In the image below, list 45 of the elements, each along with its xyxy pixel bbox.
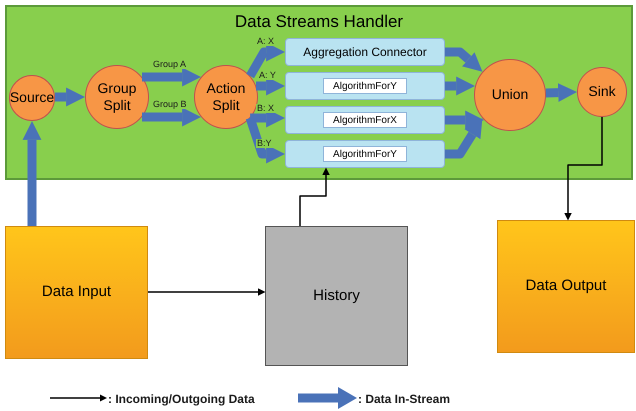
edge-label: B:Y (256, 139, 273, 148)
stream-arrow (445, 76, 476, 96)
legend-label: : Data In-Stream (358, 391, 450, 408)
node-label: Sink (587, 83, 617, 101)
node-label: AlgorithmForY (332, 80, 398, 94)
node-label: AlgorithmForY (332, 148, 398, 162)
data-box (5, 226, 148, 359)
node-label: Union (490, 86, 530, 104)
stream-arrow (445, 48, 482, 72)
algorithm-box (323, 146, 407, 162)
legend-label: : Incoming/Outgoing Data (108, 391, 255, 408)
edge-label: Group B (152, 100, 188, 109)
algorithm-box (323, 78, 407, 94)
algorithm-box (323, 112, 407, 128)
edge-label: B: X (256, 104, 276, 113)
data-box (497, 220, 635, 353)
process-box (285, 106, 445, 134)
data-arrow (564, 117, 603, 220)
stream-arrow (445, 110, 484, 130)
node-label: Data Output (524, 276, 608, 296)
data-arrow (148, 288, 266, 296)
stream-arrow (546, 83, 577, 102)
stream-arrow (22, 121, 42, 226)
process-box (285, 38, 445, 66)
node-label: History (312, 286, 361, 306)
edge-label: A: X (256, 37, 276, 46)
stream-arrow (142, 68, 201, 86)
node-label: Aggregation Connector (302, 44, 428, 61)
node-label: Group Split (96, 80, 138, 114)
handler-panel (5, 5, 633, 180)
stream-arrow (246, 116, 285, 164)
stream-arrow (55, 88, 85, 106)
data-arrow (299, 168, 330, 226)
node-label: Source (8, 89, 56, 107)
node-label: Data Input (40, 282, 112, 302)
edge-label: Group A (152, 60, 188, 69)
edge-label: A: Y (258, 71, 277, 80)
node-label: Action Split (206, 80, 246, 114)
stream-arrow (445, 118, 482, 158)
process-box (285, 140, 445, 168)
history-box (265, 226, 408, 366)
node-label: AlgorithmForX (332, 114, 398, 128)
stream-arrow (142, 108, 201, 126)
panel-title: Data Streams Handler (234, 11, 404, 33)
process-box (285, 72, 445, 100)
